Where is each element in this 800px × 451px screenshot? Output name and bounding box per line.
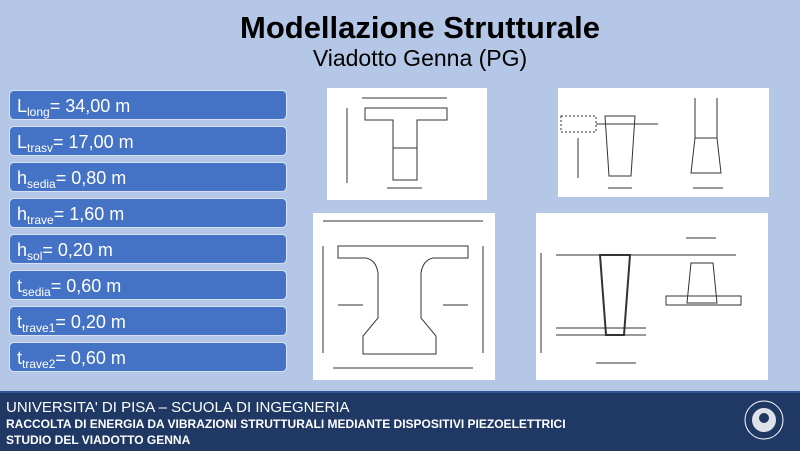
parameter-subscript: trave1 (22, 321, 56, 335)
page-title: Modellazione Strutturale (240, 10, 600, 45)
parameter-subscript: sedia (22, 285, 51, 299)
parameter-h-trave: htrave= 1,60 m (9, 198, 287, 228)
parameter-symbol: L (17, 132, 28, 152)
parameter-symbol: h (17, 204, 28, 224)
footer-thesis-title: RACCOLTA DI ENERGIA DA VIBRAZIONI STRUTT… (6, 417, 566, 431)
parameter-subscript: sol (27, 249, 43, 263)
parameter-value: = 0,60 m (55, 348, 126, 368)
parameter-symbol: h (17, 240, 28, 260)
drawing-t-section-small (327, 88, 487, 200)
parameter-subscript: trave (27, 213, 54, 227)
parameter-value: = 34,00 m (49, 96, 131, 116)
university-seal-logo (743, 399, 785, 441)
parameter-value: = 0,80 m (55, 168, 127, 188)
parameter-value: = 1,60 m (53, 204, 125, 224)
parameter-h-sedia: hsedia= 0,80 m (9, 162, 287, 192)
parameter-L-long: Llong= 34,00 m (9, 90, 287, 120)
parameter-subscript: sedia (27, 177, 56, 191)
parameter-L-trasv: Ltrasv= 17,00 m (9, 126, 287, 156)
parameter-symbol: t (17, 348, 23, 368)
drawing-web-sections (558, 88, 769, 197)
parameter-value: = 0,20 m (42, 240, 113, 260)
parameter-symbol: h (17, 168, 28, 188)
parameter-t-trave2: ttrave2= 0,60 m (9, 342, 287, 372)
parameter-value: = 0,60 m (50, 276, 122, 296)
footer-study-title: STUDIO DEL VIADOTTO GENNA (6, 433, 191, 447)
parameter-subscript: trasv (27, 141, 54, 155)
parameter-h-sol: hsol= 0,20 m (9, 234, 287, 264)
footer-university: UNIVERSITA' DI PISA – SCUOLA DI INGEGNER… (6, 399, 350, 416)
parameter-symbol: t (17, 312, 23, 332)
parameter-subscript: trave2 (22, 357, 56, 371)
parameter-symbol: t (17, 276, 23, 296)
footer: UNIVERSITA' DI PISA – SCUOLA DI INGEGNER… (0, 391, 800, 451)
parameter-subscript: long (27, 105, 50, 119)
parameter-symbol: L (17, 96, 28, 116)
parameter-value: = 17,00 m (53, 132, 134, 152)
parameter-t-sedia: tsedia= 0,60 m (9, 270, 287, 300)
drawing-web-sections-large (536, 213, 768, 380)
parameter-value: = 0,20 m (55, 312, 126, 332)
drawing-t-section-large (313, 213, 495, 380)
parameter-t-trave1: ttrave1= 0,20 m (9, 306, 287, 336)
page-subtitle: Viadotto Genna (PG) (312, 45, 528, 71)
